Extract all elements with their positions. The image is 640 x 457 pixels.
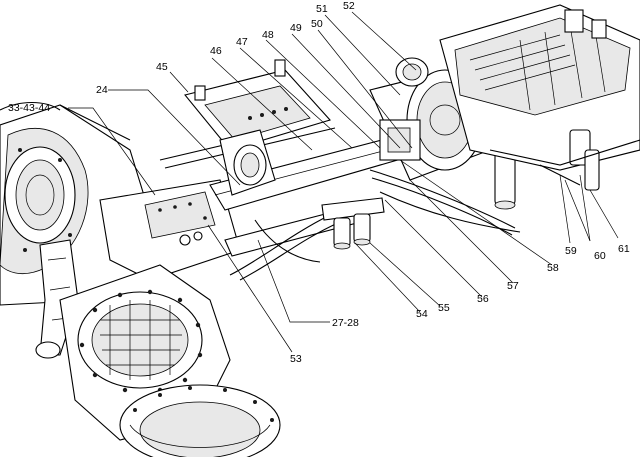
callout-59: 59 [565,245,577,257]
callout-46: 46 [210,45,222,57]
hub-bolts [79,289,203,393]
callout-labels: 33-43-44 24 45 46 47 48 49 50 51 52 53 2… [8,0,630,365]
callout-49: 49 [290,22,302,34]
callout-56: 56 [477,293,489,305]
rear-axle-hub [59,264,281,457]
callout-58: 58 [547,262,559,274]
callout-61: 61 [618,243,630,255]
callout-52: 52 [343,0,355,12]
callout-53: 53 [290,353,302,365]
callout-48: 48 [262,29,274,41]
callout-55: 55 [438,302,450,314]
flange-bolts [133,386,274,422]
callout-45: 45 [156,61,168,73]
callout-50: 50 [311,18,323,30]
callout-51: 51 [316,3,328,15]
callout-47: 47 [236,36,248,48]
leader-lines [68,11,619,353]
differential-box [99,179,241,281]
callout-27-28: 27-28 [332,317,359,329]
callout-57: 57 [507,280,519,292]
filter-canisters [321,197,385,250]
callout-24: 24 [96,84,108,96]
callout-60: 60 [594,250,606,262]
pump-bracket [184,59,331,196]
callout-33-43-44: 33-43-44 [8,102,50,114]
callout-54: 54 [416,308,428,320]
engine-block [395,4,640,191]
